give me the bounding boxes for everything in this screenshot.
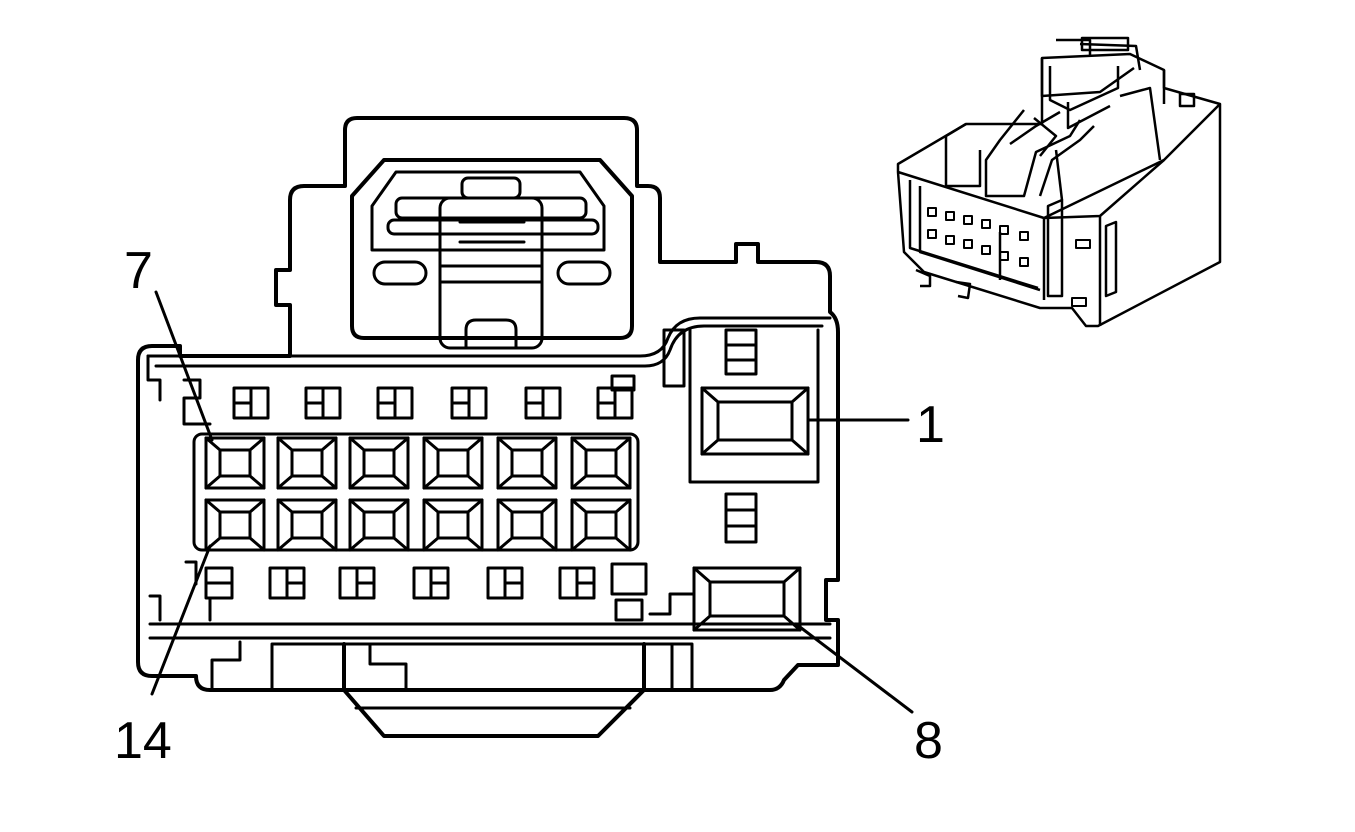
right-small-terminals [724, 328, 758, 544]
latch-cross-bar [394, 196, 588, 220]
cavity [422, 436, 484, 490]
left-bracket [182, 378, 212, 426]
latch-tab [460, 176, 522, 200]
pin-label-1: 1 [916, 396, 945, 454]
face-inner-border-2 [154, 324, 824, 368]
pin-label-14: 14 [114, 712, 172, 770]
connector-iso-view [896, 36, 1222, 328]
cavity [570, 498, 632, 552]
iso-pin-grid [927, 207, 1091, 307]
terminal-block [192, 432, 640, 552]
lower-terminal-row [184, 560, 648, 622]
terminal-cavities [204, 436, 632, 552]
right-bay [688, 328, 820, 484]
cavity [422, 498, 484, 552]
upper-terminal-row [232, 328, 686, 420]
pin-label-7: 7 [124, 242, 153, 300]
latch-inner [370, 170, 606, 252]
cavity [348, 436, 410, 490]
latch-side-left [372, 260, 428, 286]
latch-slot [464, 318, 518, 350]
cavity [204, 436, 266, 490]
latch-cross-bar-lower [386, 218, 600, 236]
leader-line-14 [150, 544, 212, 696]
face-inner-border [146, 316, 832, 358]
bottom-foot-mid [270, 642, 694, 692]
pin-label-8: 8 [914, 712, 943, 770]
left-lower-notch [148, 594, 162, 622]
bottom-foot-left [210, 640, 242, 692]
cavity [276, 436, 338, 490]
cavity [204, 498, 266, 552]
housing-outline [136, 116, 840, 692]
cavity [348, 498, 410, 552]
latch-housing [350, 158, 634, 340]
cavity [570, 436, 632, 490]
leader-line-7 [154, 290, 214, 442]
cavity-pin-8 [692, 566, 802, 632]
pin-8-bracket [648, 592, 696, 616]
cavity [496, 498, 558, 552]
cavity [276, 498, 338, 552]
bottom-key [342, 642, 646, 738]
latch-side-right [556, 260, 612, 286]
left-notch [146, 354, 162, 402]
bottom-foot-inner [368, 642, 408, 692]
cavity [496, 436, 558, 490]
cavity-pin-1 [700, 386, 810, 456]
latch-column [438, 196, 544, 350]
leader-line-8 [794, 622, 914, 714]
